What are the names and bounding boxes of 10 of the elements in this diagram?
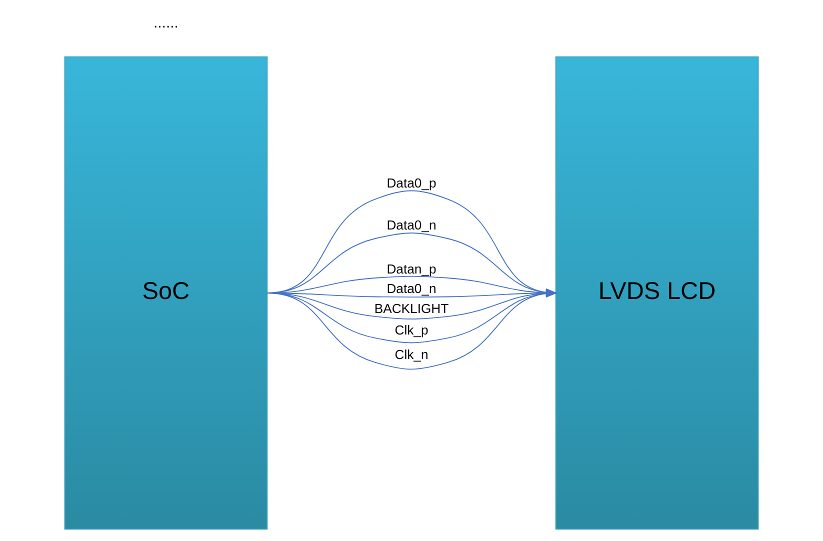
edge-label: Clk_n	[394, 346, 428, 362]
edge-label: Datan_p	[386, 262, 436, 276]
edge-label: Data0_n	[386, 281, 436, 296]
edge-label: Clk_p	[394, 322, 428, 338]
edge-label: Data0_n	[386, 217, 436, 232]
label: ......	[153, 14, 178, 32]
edge-label: Data0_p	[386, 175, 436, 190]
node-box: LVDS LCD	[555, 56, 759, 530]
node-box: SoC	[64, 56, 268, 530]
edge-label: BACKLIGHT	[374, 300, 449, 316]
